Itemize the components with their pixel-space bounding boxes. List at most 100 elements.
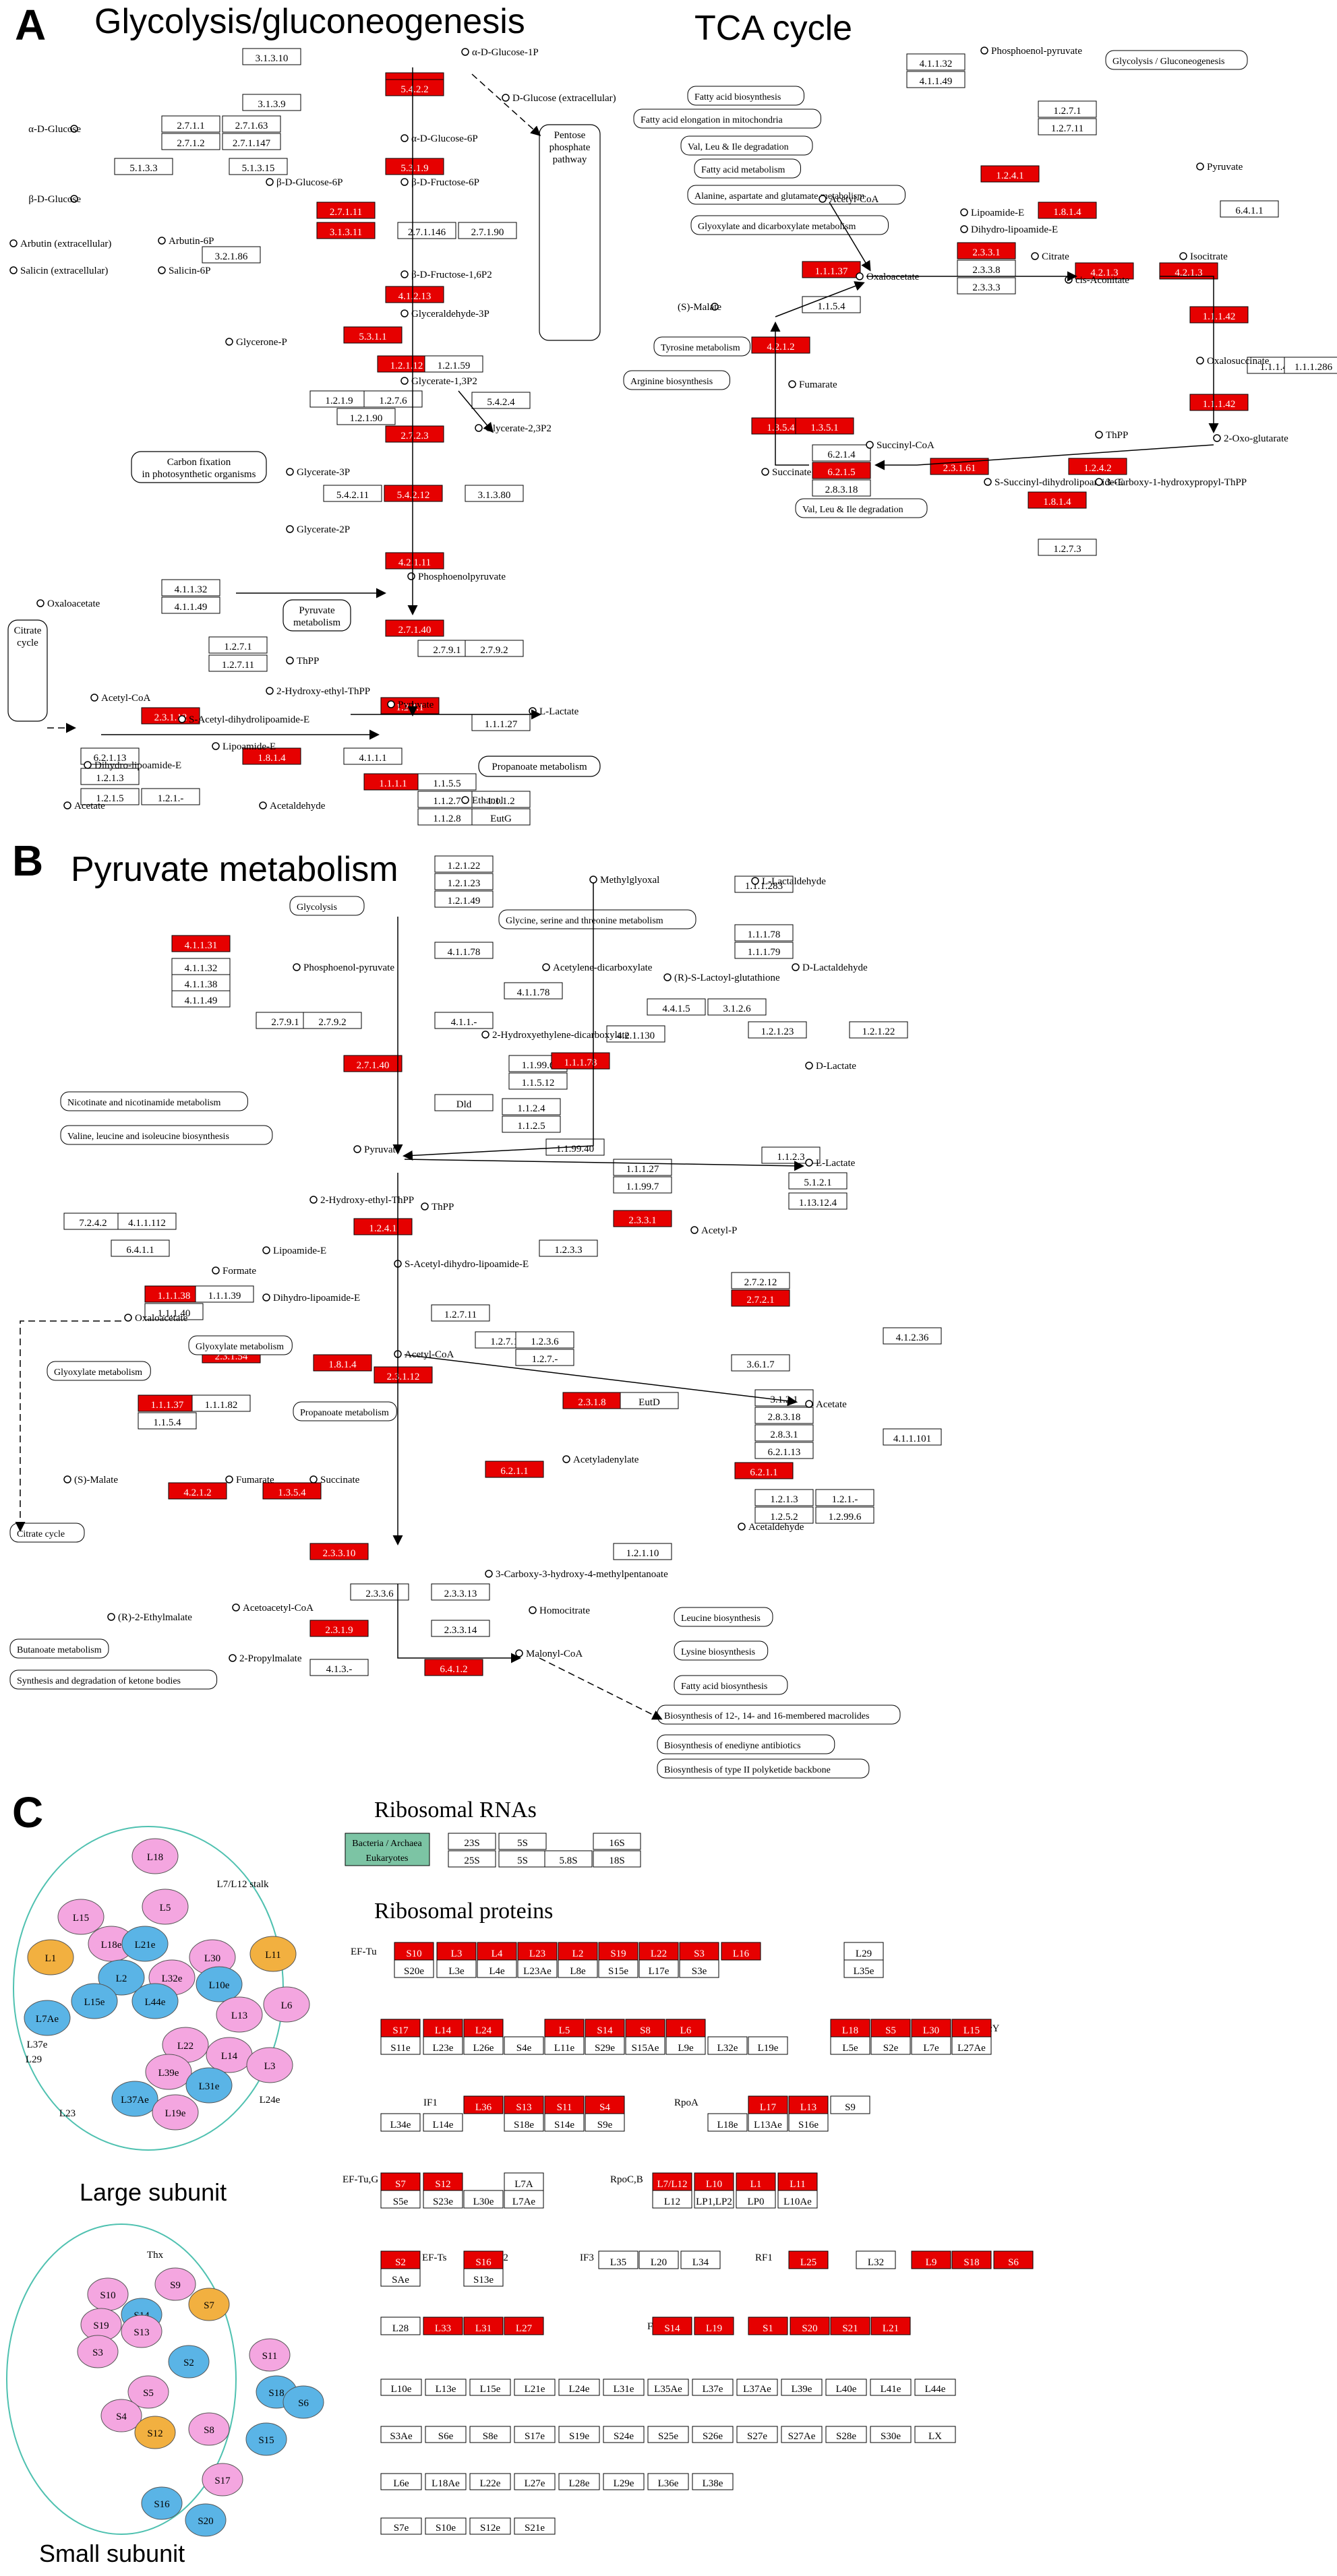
rna-bact-box bbox=[593, 1833, 641, 1850]
pyr-compound: Phosphoenol-pyruvate bbox=[303, 962, 394, 973]
tca-compound: Pyruvate bbox=[1207, 162, 1243, 173]
tca-enzyme-label: 1.2.4.2 bbox=[1083, 463, 1111, 474]
prot-bot-3-box bbox=[463, 2190, 504, 2209]
pyr-enzyme-box bbox=[138, 1394, 197, 1412]
glyco-compound-node bbox=[529, 707, 537, 715]
pyr-enzyme-box bbox=[171, 990, 231, 1008]
pyr-enzyme-box bbox=[754, 1506, 814, 1524]
glyco-enzyme-box bbox=[385, 425, 444, 443]
rna-euk-label: 5S bbox=[517, 1856, 528, 1866]
prot-grey-2-label: L38e bbox=[703, 2478, 723, 2489]
pyr-enzyme-box bbox=[545, 1138, 605, 1156]
pyr-enzyme-label: 1.2.3.3 bbox=[554, 1245, 582, 1256]
glyco-enzyme-box bbox=[161, 115, 220, 133]
prot-top-5-box bbox=[870, 2317, 911, 2335]
prot-grey-0-box bbox=[603, 2379, 645, 2396]
pyr-enzyme-box bbox=[647, 998, 706, 1016]
pyr-compound: Malonyl-CoA bbox=[526, 1649, 583, 1659]
glyco-enzyme-label: 3.1.3.9 bbox=[258, 99, 285, 110]
pyr-compound-node bbox=[262, 1246, 270, 1254]
glyco-compound: Acetaldehyde bbox=[270, 801, 326, 811]
pyr-lactate-edge bbox=[404, 1159, 804, 1171]
panel-b-title: Pyruvate metabolism bbox=[71, 850, 398, 889]
glyco-enzyme-box bbox=[385, 619, 444, 637]
pyr-enzyme-box bbox=[309, 1620, 369, 1637]
tca-pathway-box bbox=[694, 158, 801, 179]
pyr-compound: (S)-Malate bbox=[74, 1475, 118, 1485]
tca-enzyme-label: 1.1.5.4 bbox=[817, 301, 845, 312]
prot-top-4-box bbox=[911, 2250, 951, 2269]
prot-bot-3-box bbox=[736, 2190, 776, 2209]
prot-top-1-box bbox=[911, 2019, 951, 2037]
tca-pathway-label: Fatty acid elongation in mitochondria bbox=[641, 115, 783, 125]
large-protein-blob bbox=[121, 1926, 169, 1962]
prot-top-1-label: S17 bbox=[392, 2025, 409, 2036]
prot-top-1-label: L14 bbox=[435, 2025, 452, 2036]
large-protein-label: L11 bbox=[265, 1950, 281, 1961]
pyr-enzyme-box bbox=[374, 1366, 433, 1384]
pyr-compound: 2-Hydroxyethylene-dicarboxylate bbox=[492, 1030, 630, 1041]
pyr-enzyme-box bbox=[431, 1620, 490, 1637]
pyr-enzyme-label: 1.2.5.2 bbox=[770, 1512, 798, 1523]
tca-compound: 3-Carboxy-1-hydroxypropyl-ThPP bbox=[1106, 477, 1247, 488]
glyco-compound: β-D-Fructose-1,6P2 bbox=[411, 270, 492, 280]
pyr-enzyme-label: 1.1.99.6 bbox=[522, 1060, 555, 1071]
tca-pathway-label: Arginine biosynthesis bbox=[630, 377, 713, 387]
pentose-phosphate-pathway-label: pathway bbox=[553, 154, 587, 165]
pyr-compound: Acetylene-dicarboxylate bbox=[553, 962, 653, 973]
rna-legend-box bbox=[345, 1833, 430, 1866]
glyco-enzyme-label: 2.7.1.147 bbox=[233, 138, 271, 149]
prot-grey-0-label: L21e bbox=[525, 2384, 545, 2395]
pyr-compound-node bbox=[63, 1475, 71, 1483]
pyr-enzyme-box bbox=[515, 1331, 574, 1349]
pyr-enzyme-box bbox=[144, 1285, 204, 1303]
pyr-pathway-box bbox=[60, 1125, 273, 1145]
prot-grey-3-label: S21e bbox=[525, 2523, 545, 2534]
pyr-compound: Oxaloacetate bbox=[135, 1313, 188, 1324]
prot-bot-1-label: L23e bbox=[433, 2043, 454, 2054]
pyr-enzyme-box bbox=[734, 876, 794, 893]
prot-bot-1-label: S29e bbox=[595, 2043, 615, 2054]
carbon-fixation-pathway-label: Carbon fixation bbox=[167, 457, 231, 468]
pyr-enzyme-box bbox=[504, 982, 563, 1000]
pyr-enzyme-label: 1.1.1.27 bbox=[626, 1164, 659, 1175]
tca-enzyme-box bbox=[1284, 357, 1337, 374]
prot-top-0-box bbox=[394, 1942, 434, 1961]
glyco-enzyme-label: 6.2.1.13 bbox=[94, 753, 127, 764]
glyco-compound-node bbox=[178, 715, 186, 723]
glyco-enzyme-box bbox=[385, 286, 444, 303]
pyr-enzyme-box bbox=[606, 1025, 665, 1043]
pyr-enzyme-box bbox=[191, 1394, 251, 1412]
large-subunit-caption: Large subunit bbox=[80, 2178, 227, 2206]
glyco-compound: Salicin-6P bbox=[169, 266, 211, 276]
pyr-enzyme-box bbox=[734, 942, 794, 959]
prot-top-2-box bbox=[830, 2095, 870, 2114]
tca-compound: Phosphoenol-pyruvate bbox=[991, 46, 1082, 57]
glyco-compound-node bbox=[400, 270, 409, 278]
prot-top-4-box bbox=[856, 2250, 896, 2269]
prot-grey-0-box bbox=[514, 2379, 556, 2396]
prot-grey-0-label: L10e bbox=[391, 2384, 412, 2395]
tca-compound: Dihydro-lipoamide-E bbox=[971, 224, 1058, 235]
pyr-enzyme-box bbox=[748, 1021, 807, 1039]
panel-c-label: C bbox=[12, 1788, 44, 1837]
prot-grey-1-box bbox=[825, 2426, 867, 2443]
pyr-compound: Acetaldehyde bbox=[748, 1522, 804, 1533]
prot-top-2-label: L17 bbox=[760, 2102, 777, 2113]
pyr-compound-node bbox=[751, 877, 759, 885]
tca-enzyme-label: 2.3.3.8 bbox=[972, 265, 1000, 276]
prot-grey-2-box bbox=[380, 2473, 422, 2490]
prot-grey-2-box bbox=[469, 2473, 511, 2490]
pyr-enzyme-label: 6.2.1.13 bbox=[768, 1447, 801, 1458]
pyr-enzyme-label: 1.2.1.- bbox=[832, 1494, 858, 1505]
glyco-compound-node bbox=[461, 48, 469, 56]
glyco-compound-node bbox=[63, 801, 71, 809]
tca-compound-node bbox=[960, 208, 968, 216]
prot-top-4-label: S16 bbox=[475, 2257, 492, 2268]
tca-compound: Isocitrate bbox=[1190, 251, 1228, 262]
glyco-compound: Arbutin (extracellular) bbox=[20, 239, 111, 249]
prot-top-1-box bbox=[380, 2019, 421, 2037]
tca-malate-edge bbox=[775, 281, 865, 317]
prot-bot-3-label: L12 bbox=[664, 2197, 680, 2207]
prot-top-5-label: L27 bbox=[516, 2323, 533, 2334]
